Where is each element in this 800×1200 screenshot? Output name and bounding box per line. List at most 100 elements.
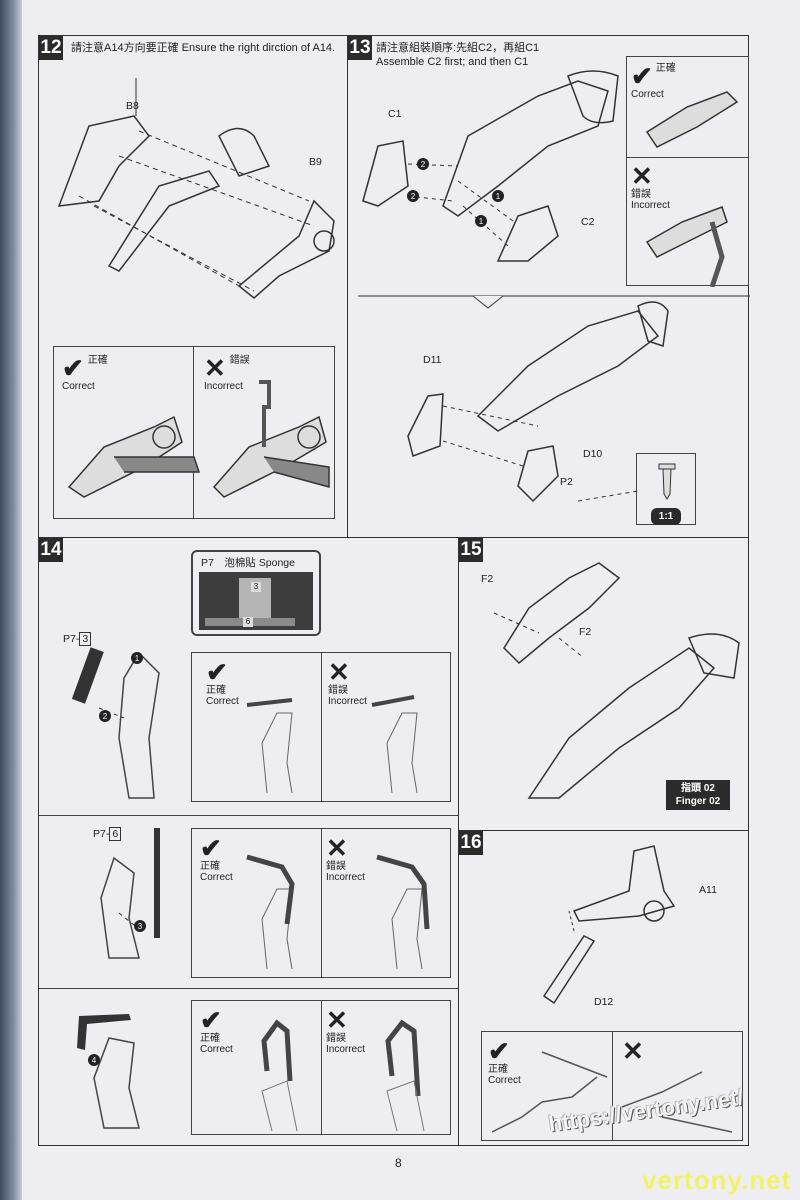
part-label-p2: P2 — [560, 476, 573, 488]
part-label-b9: B9 — [309, 156, 322, 168]
step-number: 15 — [459, 538, 483, 562]
page-number: 8 — [395, 1156, 402, 1170]
incorrect-label-en: Incorrect — [326, 872, 365, 883]
check-icon: ✔ — [200, 833, 222, 863]
book-binding — [0, 0, 22, 1200]
step-12-panel: 12 請注意A14方向要正確 Ensure the right dirction… — [38, 35, 348, 538]
correct-incorrect-compare: ✔ 正確 Correct ✕ 錯誤 Incorrect — [53, 346, 335, 519]
c2-correct-incorrect: ✔ 正確 Correct ✕ 錯誤 Incorrect — [626, 56, 749, 287]
scale-badge: 1:1 — [651, 508, 681, 525]
assembly-illustration: 2 2 1 1 — [358, 70, 750, 503]
check-icon: ✔ — [62, 353, 84, 383]
correct-label-en: Correct — [488, 1075, 521, 1086]
correct-label-en: Correct — [62, 381, 95, 392]
part-label-p7-6: P7-6 — [93, 827, 122, 841]
incorrect-label-en: Incorrect — [328, 696, 367, 707]
svg-text:1: 1 — [135, 654, 140, 663]
sponge-sheet-card: P7 泡棉貼 Sponge 3 6 — [191, 550, 321, 636]
step-instruction-en: Assemble C2 first; and then C1 — [376, 56, 529, 68]
correct-label-zh: 正確 — [206, 685, 226, 696]
correct-label-en: Correct — [200, 872, 233, 883]
part-label-f2: F2 — [481, 573, 494, 585]
step-number: 13 — [348, 36, 372, 60]
svg-text:1: 1 — [479, 217, 484, 226]
part-label-c1: C1 — [388, 108, 402, 120]
watermark-site: vertony.net — [642, 1165, 792, 1195]
part-label-f2-second: F2 — [579, 626, 592, 638]
incorrect-label-en: Incorrect — [631, 200, 670, 211]
sponge-cell-3: 3 — [251, 582, 261, 592]
check-icon: ✔ — [200, 1005, 222, 1035]
check-icon: ✔ — [488, 1036, 510, 1066]
sponge-illustrations: 1 2 3 4 — [71, 647, 160, 1129]
cross-icon: ✕ — [326, 833, 348, 863]
cross-icon: ✕ — [622, 1036, 644, 1066]
screw-detail-box: 1:1 — [636, 453, 696, 525]
correct-indicator: ✔ 正確 Correct — [631, 63, 676, 100]
incorrect-label-zh: 錯誤 — [326, 861, 346, 872]
correct-label-zh: 正確 — [200, 1033, 220, 1044]
step-instruction-zh: 請注意組裝順序:先組C2，再組C1 — [376, 42, 540, 54]
cross-icon: ✕ — [326, 1005, 348, 1035]
sponge-title: P7 泡棉貼 Sponge — [201, 557, 295, 569]
incorrect-label-zh: 錯誤 — [229, 355, 250, 366]
part-label-c2: C2 — [581, 216, 595, 228]
correct-indicator: ✔ 正確 Correct — [62, 355, 108, 392]
part-label-d10: D10 — [583, 448, 603, 460]
check-icon: ✔ — [631, 61, 653, 91]
step-number: 12 — [39, 36, 63, 60]
svg-text:2: 2 — [103, 712, 108, 721]
correct-label-en: Correct — [200, 1044, 233, 1055]
incorrect-indicator: ✕ 錯誤 Incorrect — [204, 355, 250, 392]
correct-label-zh: 正確 — [87, 355, 108, 366]
assembly-illustration — [493, 562, 740, 799]
correct-label-zh: 正確 — [655, 63, 676, 74]
check-icon: ✔ — [206, 657, 228, 687]
step-number: 14 — [39, 538, 63, 562]
sponge-sheet: 3 6 — [199, 572, 313, 630]
incorrect-indicator: ✕ — [622, 1038, 644, 1064]
assembly-illustration — [542, 845, 676, 1005]
screw-icon — [658, 463, 676, 500]
incorrect-label-zh: 錯誤 — [631, 189, 651, 200]
part-label-p7-3: P7-3 — [63, 632, 92, 646]
correct-label-zh: 正確 — [488, 1064, 508, 1075]
incorrect-label-zh: 錯誤 — [326, 1033, 346, 1044]
svg-text:2: 2 — [411, 192, 416, 201]
part-label-d12: D12 — [594, 996, 614, 1008]
incorrect-label-zh: 錯誤 — [328, 685, 348, 696]
svg-text:1: 1 — [496, 192, 501, 201]
incorrect-label-en: Incorrect — [326, 1044, 365, 1055]
cross-icon: ✕ — [328, 657, 350, 687]
sponge-cell-6: 6 — [243, 617, 253, 627]
svg-text:4: 4 — [92, 1056, 97, 1065]
cross-icon: ✕ — [631, 161, 653, 191]
incorrect-label-en: Incorrect — [204, 381, 243, 392]
assembly-illustration — [57, 78, 335, 299]
part-label-a11: A11 — [699, 884, 717, 896]
svg-text:3: 3 — [138, 922, 143, 931]
incorrect-indicator: ✕ 錯誤 Incorrect — [631, 163, 670, 211]
correct-label-en: Correct — [206, 696, 239, 707]
correct-label-zh: 正確 — [200, 861, 220, 872]
cross-icon: ✕ — [204, 353, 226, 383]
step-instruction: 請注意A14方向要正確 Ensure the right dirction of… — [71, 42, 336, 54]
svg-text:2: 2 — [421, 160, 426, 169]
step-13-panel: 13 請注意組裝順序:先組C2，再組C1 Assemble C2 first; … — [347, 35, 750, 538]
step-number: 16 — [459, 831, 483, 855]
correct-label-en: Correct — [631, 89, 664, 100]
